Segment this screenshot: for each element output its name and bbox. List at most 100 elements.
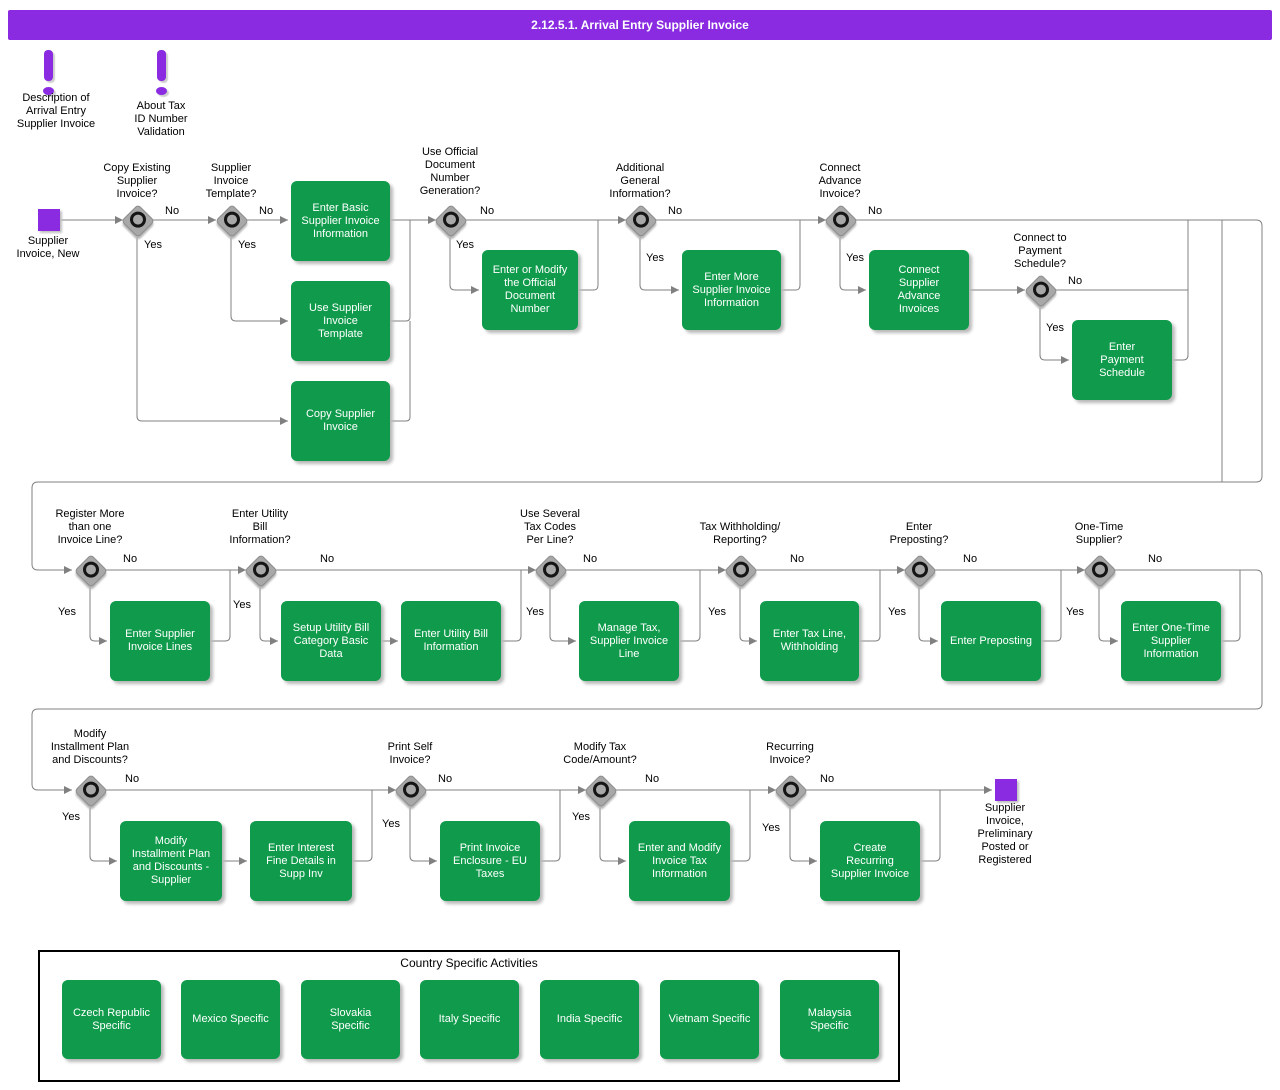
decision-preposting-label: Enter Preposting?: [889, 521, 949, 546]
decision-circle-icon: [908, 558, 932, 581]
decision-circle-icon: [629, 208, 653, 231]
decision-official-number: [434, 204, 468, 238]
no-label: No: [123, 553, 138, 565]
end-node: [995, 779, 1017, 801]
yes-label: Yes: [144, 239, 162, 251]
decision-circle-icon: [399, 778, 423, 801]
notice-tax-id-label: About Tax ID Number Validation: [134, 100, 188, 138]
decision-circle-icon: [249, 558, 273, 581]
task-enter-more-supplier-invoice-information[interactable]: Enter More Supplier Invoice Information: [682, 250, 781, 330]
no-label: No: [668, 205, 683, 217]
task-vietnam-specific[interactable]: Vietnam Specific: [660, 980, 759, 1059]
task-modify-installment-plan-and-discounts-supplier[interactable]: Modify Installment Plan and Discounts - …: [120, 821, 222, 901]
yes-label: Yes: [888, 606, 906, 618]
task-malaysia-specific[interactable]: Malaysia Specific: [780, 980, 879, 1059]
yes-label: Yes: [233, 599, 251, 611]
task-czech-republic-specific[interactable]: Czech Republic Specific: [62, 980, 161, 1059]
task-enter-tax-line-withholding[interactable]: Enter Tax Line, Withholding: [760, 601, 859, 681]
decision-payment-schedule: [1024, 274, 1058, 308]
no-label: No: [963, 553, 978, 565]
no-label: No: [320, 553, 335, 565]
decision-circle-icon: [829, 208, 853, 231]
decision-more-lines-label: Register More than one Invoice Line?: [55, 508, 125, 546]
notice-description-label: Description of Arrival Entry Supplier In…: [16, 92, 96, 130]
task-copy-supplier-invoice[interactable]: Copy Supplier Invoice: [291, 381, 390, 461]
decision-circle-icon: [779, 778, 803, 801]
decision-additional-info-label: Additional General Information?: [609, 162, 671, 200]
task-slovakia-specific[interactable]: Slovakia Specific: [301, 980, 400, 1059]
decision-utility-label: Enter Utility Bill Information?: [229, 508, 291, 546]
decision-more-lines: [74, 554, 108, 588]
task-connect-supplier-advance-invoices[interactable]: Connect Supplier Advance Invoices: [869, 250, 969, 330]
decision-tax-codes-label: Use Several Tax Codes Per Line?: [520, 508, 580, 546]
yes-label: Yes: [846, 252, 864, 264]
no-label: No: [1148, 553, 1163, 565]
decision-circle-icon: [539, 558, 563, 581]
no-label: No: [125, 773, 140, 785]
yes-label: Yes: [1066, 606, 1084, 618]
decision-withholding: [724, 554, 758, 588]
decision-withholding-label: Tax Withholding/ Reporting?: [699, 521, 781, 546]
task-enter-supplier-invoice-lines[interactable]: Enter Supplier Invoice Lines: [110, 601, 210, 681]
decision-installment: [74, 774, 108, 808]
decision-tax-amount-label: Modify Tax Code/Amount?: [563, 741, 637, 766]
no-label: No: [1068, 275, 1083, 287]
task-enter-preposting[interactable]: Enter Preposting: [941, 601, 1041, 681]
decision-copy-existing: [121, 204, 155, 238]
no-label: No: [259, 205, 274, 217]
task-enter-payment-schedule[interactable]: Enter Payment Schedule: [1072, 320, 1172, 400]
decision-recurring-label: Recurring Invoice?: [766, 741, 814, 766]
decision-copy-existing-label: Copy Existing Supplier Invoice?: [103, 162, 171, 200]
end-node-label: Supplier Invoice, Preliminary Posted or …: [977, 802, 1033, 866]
task-setup-utility-bill-category-basic-data[interactable]: Setup Utility Bill Category Basic Data: [281, 601, 381, 681]
task-enter-or-modify-official-document-number[interactable]: Enter or Modify the Official Document Nu…: [482, 250, 578, 330]
decision-additional-info: [624, 204, 658, 238]
decision-advance-label: Connect Advance Invoice?: [818, 162, 862, 200]
task-enter-and-modify-invoice-tax-information[interactable]: Enter and Modify Invoice Tax Information: [629, 821, 730, 901]
task-italy-specific[interactable]: Italy Specific: [420, 980, 519, 1059]
no-label: No: [868, 205, 883, 217]
task-manage-tax-supplier-invoice-line[interactable]: Manage Tax, Supplier Invoice Line: [579, 601, 679, 681]
decision-advance: [824, 204, 858, 238]
decision-preposting: [903, 554, 937, 588]
yes-label: Yes: [456, 239, 474, 251]
task-create-recurring-supplier-invoice[interactable]: Create Recurring Supplier Invoice: [820, 821, 920, 901]
decision-self-invoice-label: Print Self Invoice?: [387, 741, 433, 766]
decision-utility: [244, 554, 278, 588]
decision-recurring: [774, 774, 808, 808]
decision-circle-icon: [1029, 278, 1053, 301]
yes-label: Yes: [238, 239, 256, 251]
yes-label: Yes: [708, 606, 726, 618]
decision-payment-schedule-label: Connect to Payment Schedule?: [1013, 232, 1067, 270]
decision-installment-label: Modify Installment Plan and Discounts?: [50, 728, 130, 766]
start-node-label: Supplier Invoice, New: [16, 235, 80, 260]
exclamation-icon[interactable]: [44, 50, 53, 81]
task-enter-utility-bill-information[interactable]: Enter Utility Bill Information: [401, 601, 501, 681]
exclamation-icon[interactable]: [157, 50, 166, 81]
task-enter-interest-fine-details-in-supp-inv[interactable]: Enter Interest Fine Details in Supp Inv: [250, 821, 352, 901]
task-mexico-specific[interactable]: Mexico Specific: [181, 980, 280, 1059]
yes-label: Yes: [572, 811, 590, 823]
no-label: No: [820, 773, 835, 785]
diagram-title-bar: 2.12.5.1. Arrival Entry Supplier Invoice: [8, 10, 1272, 40]
task-enter-one-time-supplier-information[interactable]: Enter One-Time Supplier Information: [1121, 601, 1221, 681]
task-india-specific[interactable]: India Specific: [540, 980, 639, 1059]
decision-template: [215, 204, 249, 238]
exclamation-dot-icon[interactable]: [43, 87, 54, 95]
country-group-title: Country Specific Activities: [400, 956, 538, 970]
no-label: No: [790, 553, 805, 565]
yes-label: Yes: [62, 811, 80, 823]
decision-circle-icon: [79, 558, 103, 581]
decision-circle-icon: [1088, 558, 1112, 581]
decision-circle-icon: [589, 778, 613, 801]
yes-label: Yes: [382, 818, 400, 830]
decision-tax-amount: [584, 774, 618, 808]
yes-label: Yes: [1046, 322, 1064, 334]
task-print-invoice-enclosure-eu-taxes[interactable]: Print Invoice Enclosure - EU Taxes: [440, 821, 540, 901]
exclamation-dot-icon[interactable]: [156, 87, 167, 95]
task-use-supplier-invoice-template[interactable]: Use Supplier Invoice Template: [291, 281, 390, 361]
task-enter-basic-supplier-invoice-information[interactable]: Enter Basic Supplier Invoice Information: [291, 181, 390, 261]
yes-label: Yes: [526, 606, 544, 618]
no-label: No: [645, 773, 660, 785]
decision-one-time-label: One-Time Supplier?: [1074, 521, 1124, 546]
